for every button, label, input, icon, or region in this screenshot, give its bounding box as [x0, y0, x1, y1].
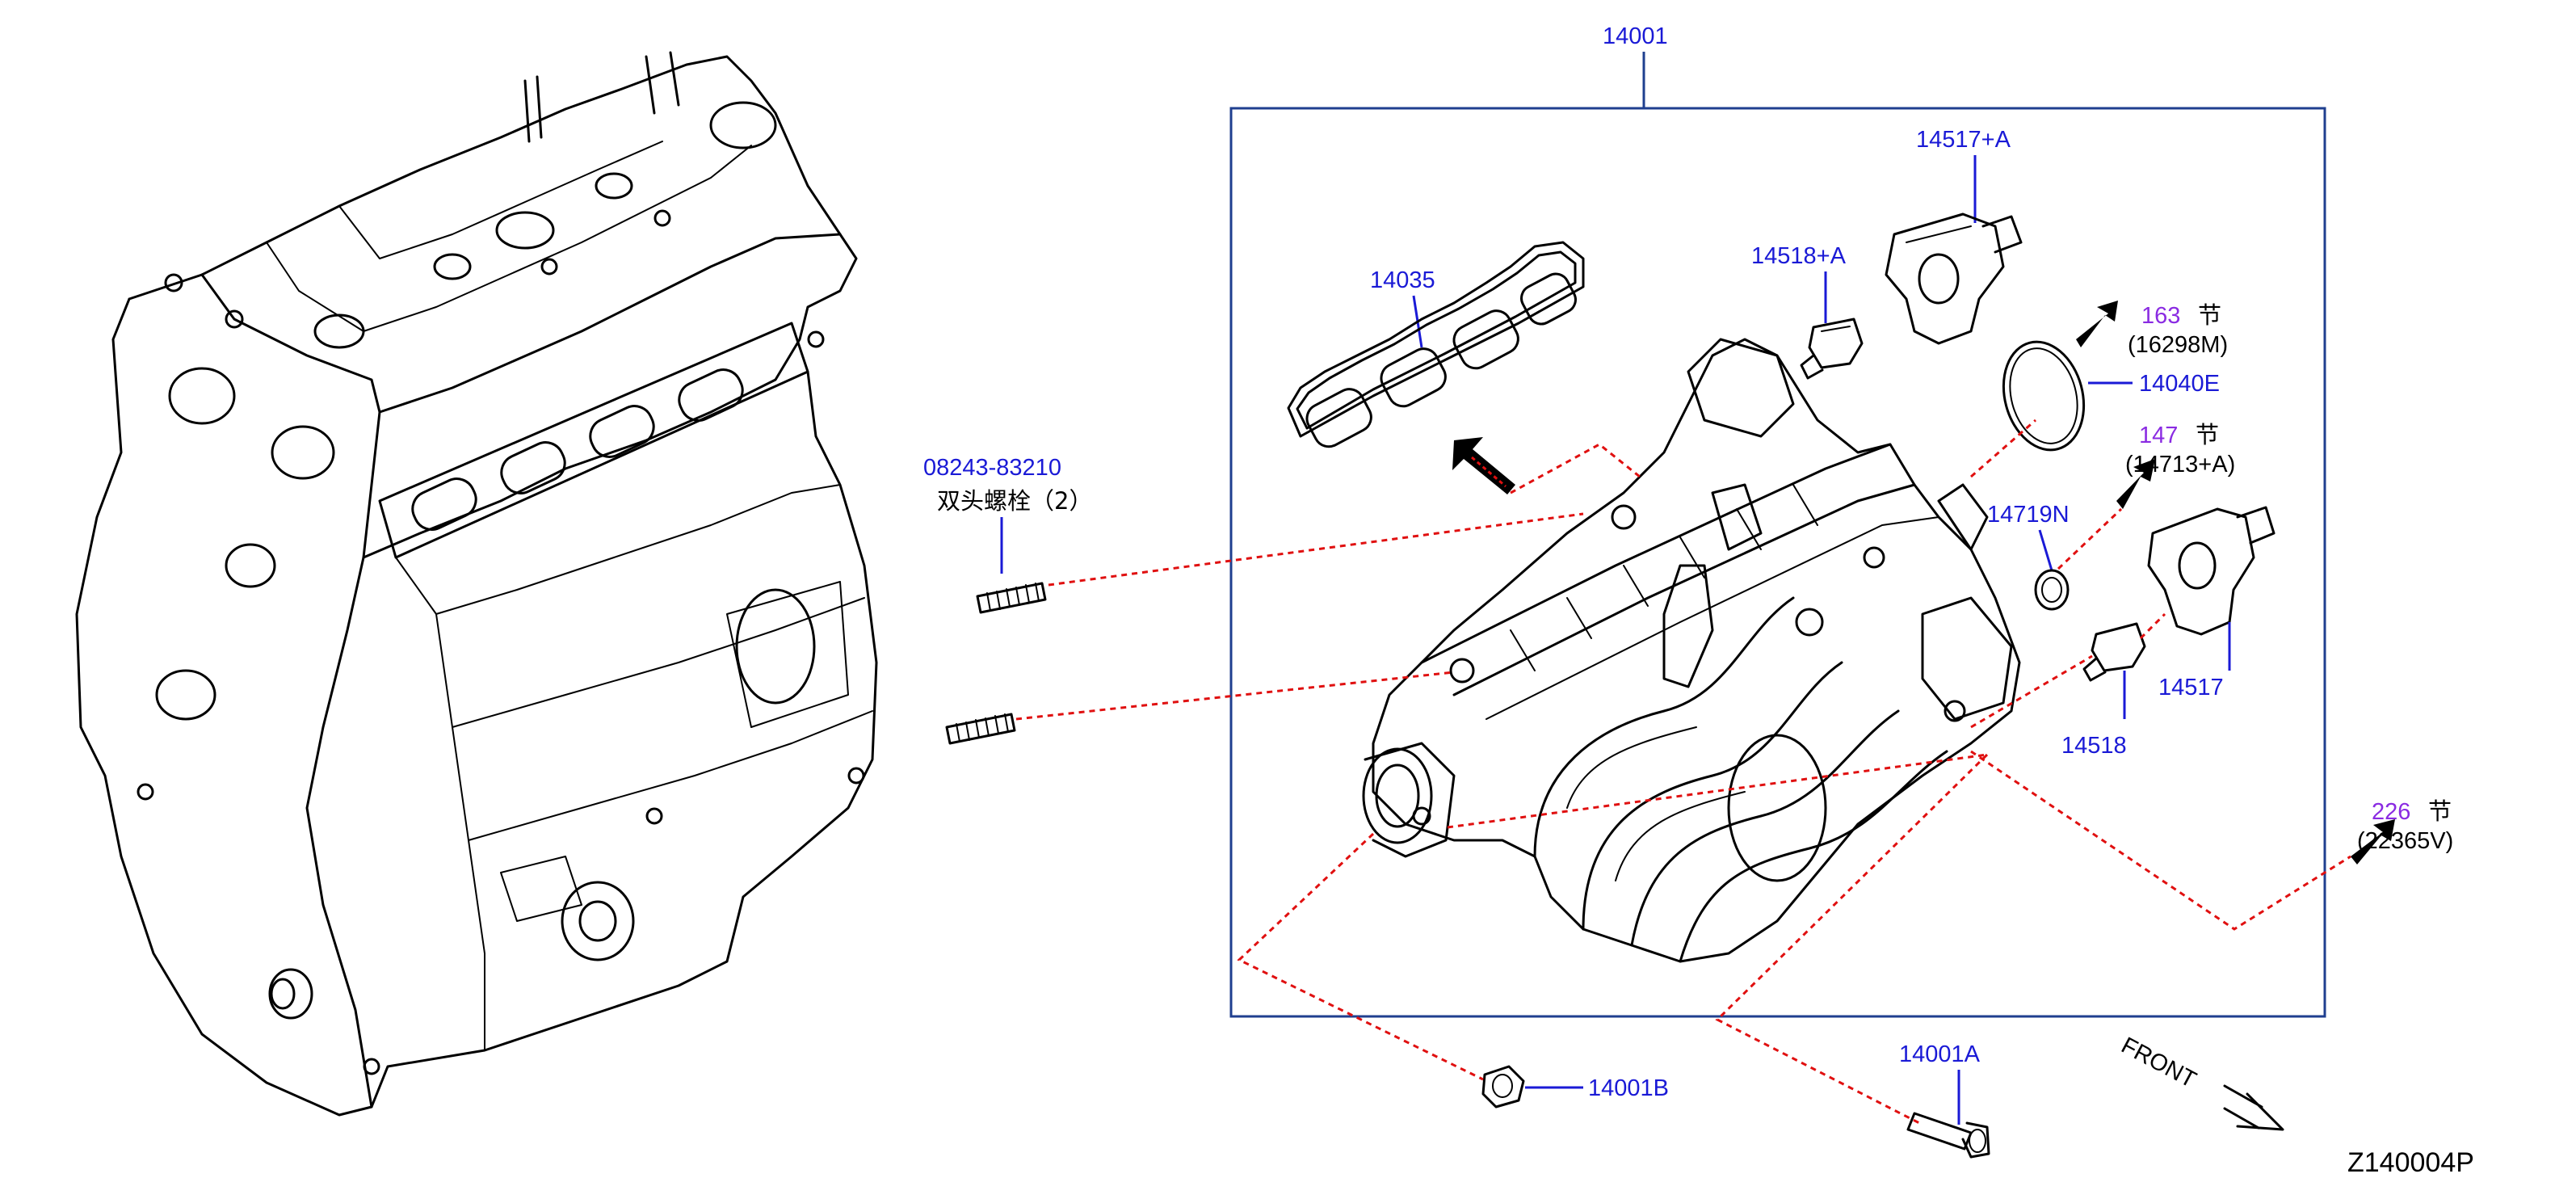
clip-leader — [2038, 529, 2053, 571]
ref-147-section: 147 — [2139, 423, 2178, 448]
valve-top — [1885, 212, 2023, 345]
stud-upper — [976, 582, 1047, 614]
ref-163-unit: 节 — [2198, 301, 2221, 329]
head-intake-ports — [378, 322, 809, 559]
bolt — [1906, 1112, 1990, 1159]
ref-163-section: 163 — [2141, 303, 2180, 329]
clip — [2034, 569, 2070, 611]
clip-part-number: 14719N — [1987, 502, 2070, 528]
dashed-reference-lines — [1015, 419, 2351, 1126]
valve-right — [2147, 506, 2276, 636]
gasket-part-number: 14035 — [1370, 267, 1435, 293]
o-ring — [2002, 340, 2086, 452]
assembly-part-number: 14001 — [1603, 23, 1668, 49]
drawing-id: Z140004P — [2347, 1147, 2474, 1178]
valve-right-part-number: 14517 — [2158, 675, 2224, 700]
valve-top-part-number: 14517+A — [1916, 127, 2011, 153]
front-direction-arrow — [2223, 1084, 2284, 1131]
o-ring-part-number: 14040E — [2139, 371, 2220, 397]
engine-block-illustration — [75, 51, 878, 1117]
stud-lower — [945, 713, 1016, 745]
ref-147-unit: 节 — [2196, 421, 2219, 448]
ref-arrow-226 — [2351, 819, 2395, 865]
section-ref-163: 163 节 (16298M) — [2128, 301, 2228, 358]
front-indicator-label: FRONT — [2117, 1033, 2200, 1093]
nut-part-number: 14001B — [1588, 1075, 1669, 1101]
sensor-top — [1800, 318, 1864, 380]
ref-163-part: (16298M) — [2128, 332, 2228, 358]
intake-manifold-illustration — [1362, 338, 2021, 963]
ref-226-unit: 节 — [2428, 797, 2452, 825]
sensor-right — [2082, 622, 2146, 682]
intake-gasket — [1287, 241, 1585, 448]
stud-description: 双头螺栓（2） — [937, 487, 1092, 515]
gasket-direction-arrow — [1452, 437, 1515, 494]
sensor-right-part-number: 14518 — [2061, 733, 2127, 759]
nut — [1481, 1065, 1525, 1109]
assembly-frame — [1229, 107, 2326, 1018]
ref-arrow-147 — [2116, 459, 2155, 509]
bolt-part-number: 14001A — [1899, 1041, 1981, 1067]
ref-arrow-163 — [2076, 301, 2118, 347]
section-ref-226: 226 节 (22365V) — [2357, 797, 2453, 854]
sensor-top-part-number: 14518+A — [1751, 243, 1847, 269]
stud-part-number: 08243-83210 — [923, 455, 1061, 481]
